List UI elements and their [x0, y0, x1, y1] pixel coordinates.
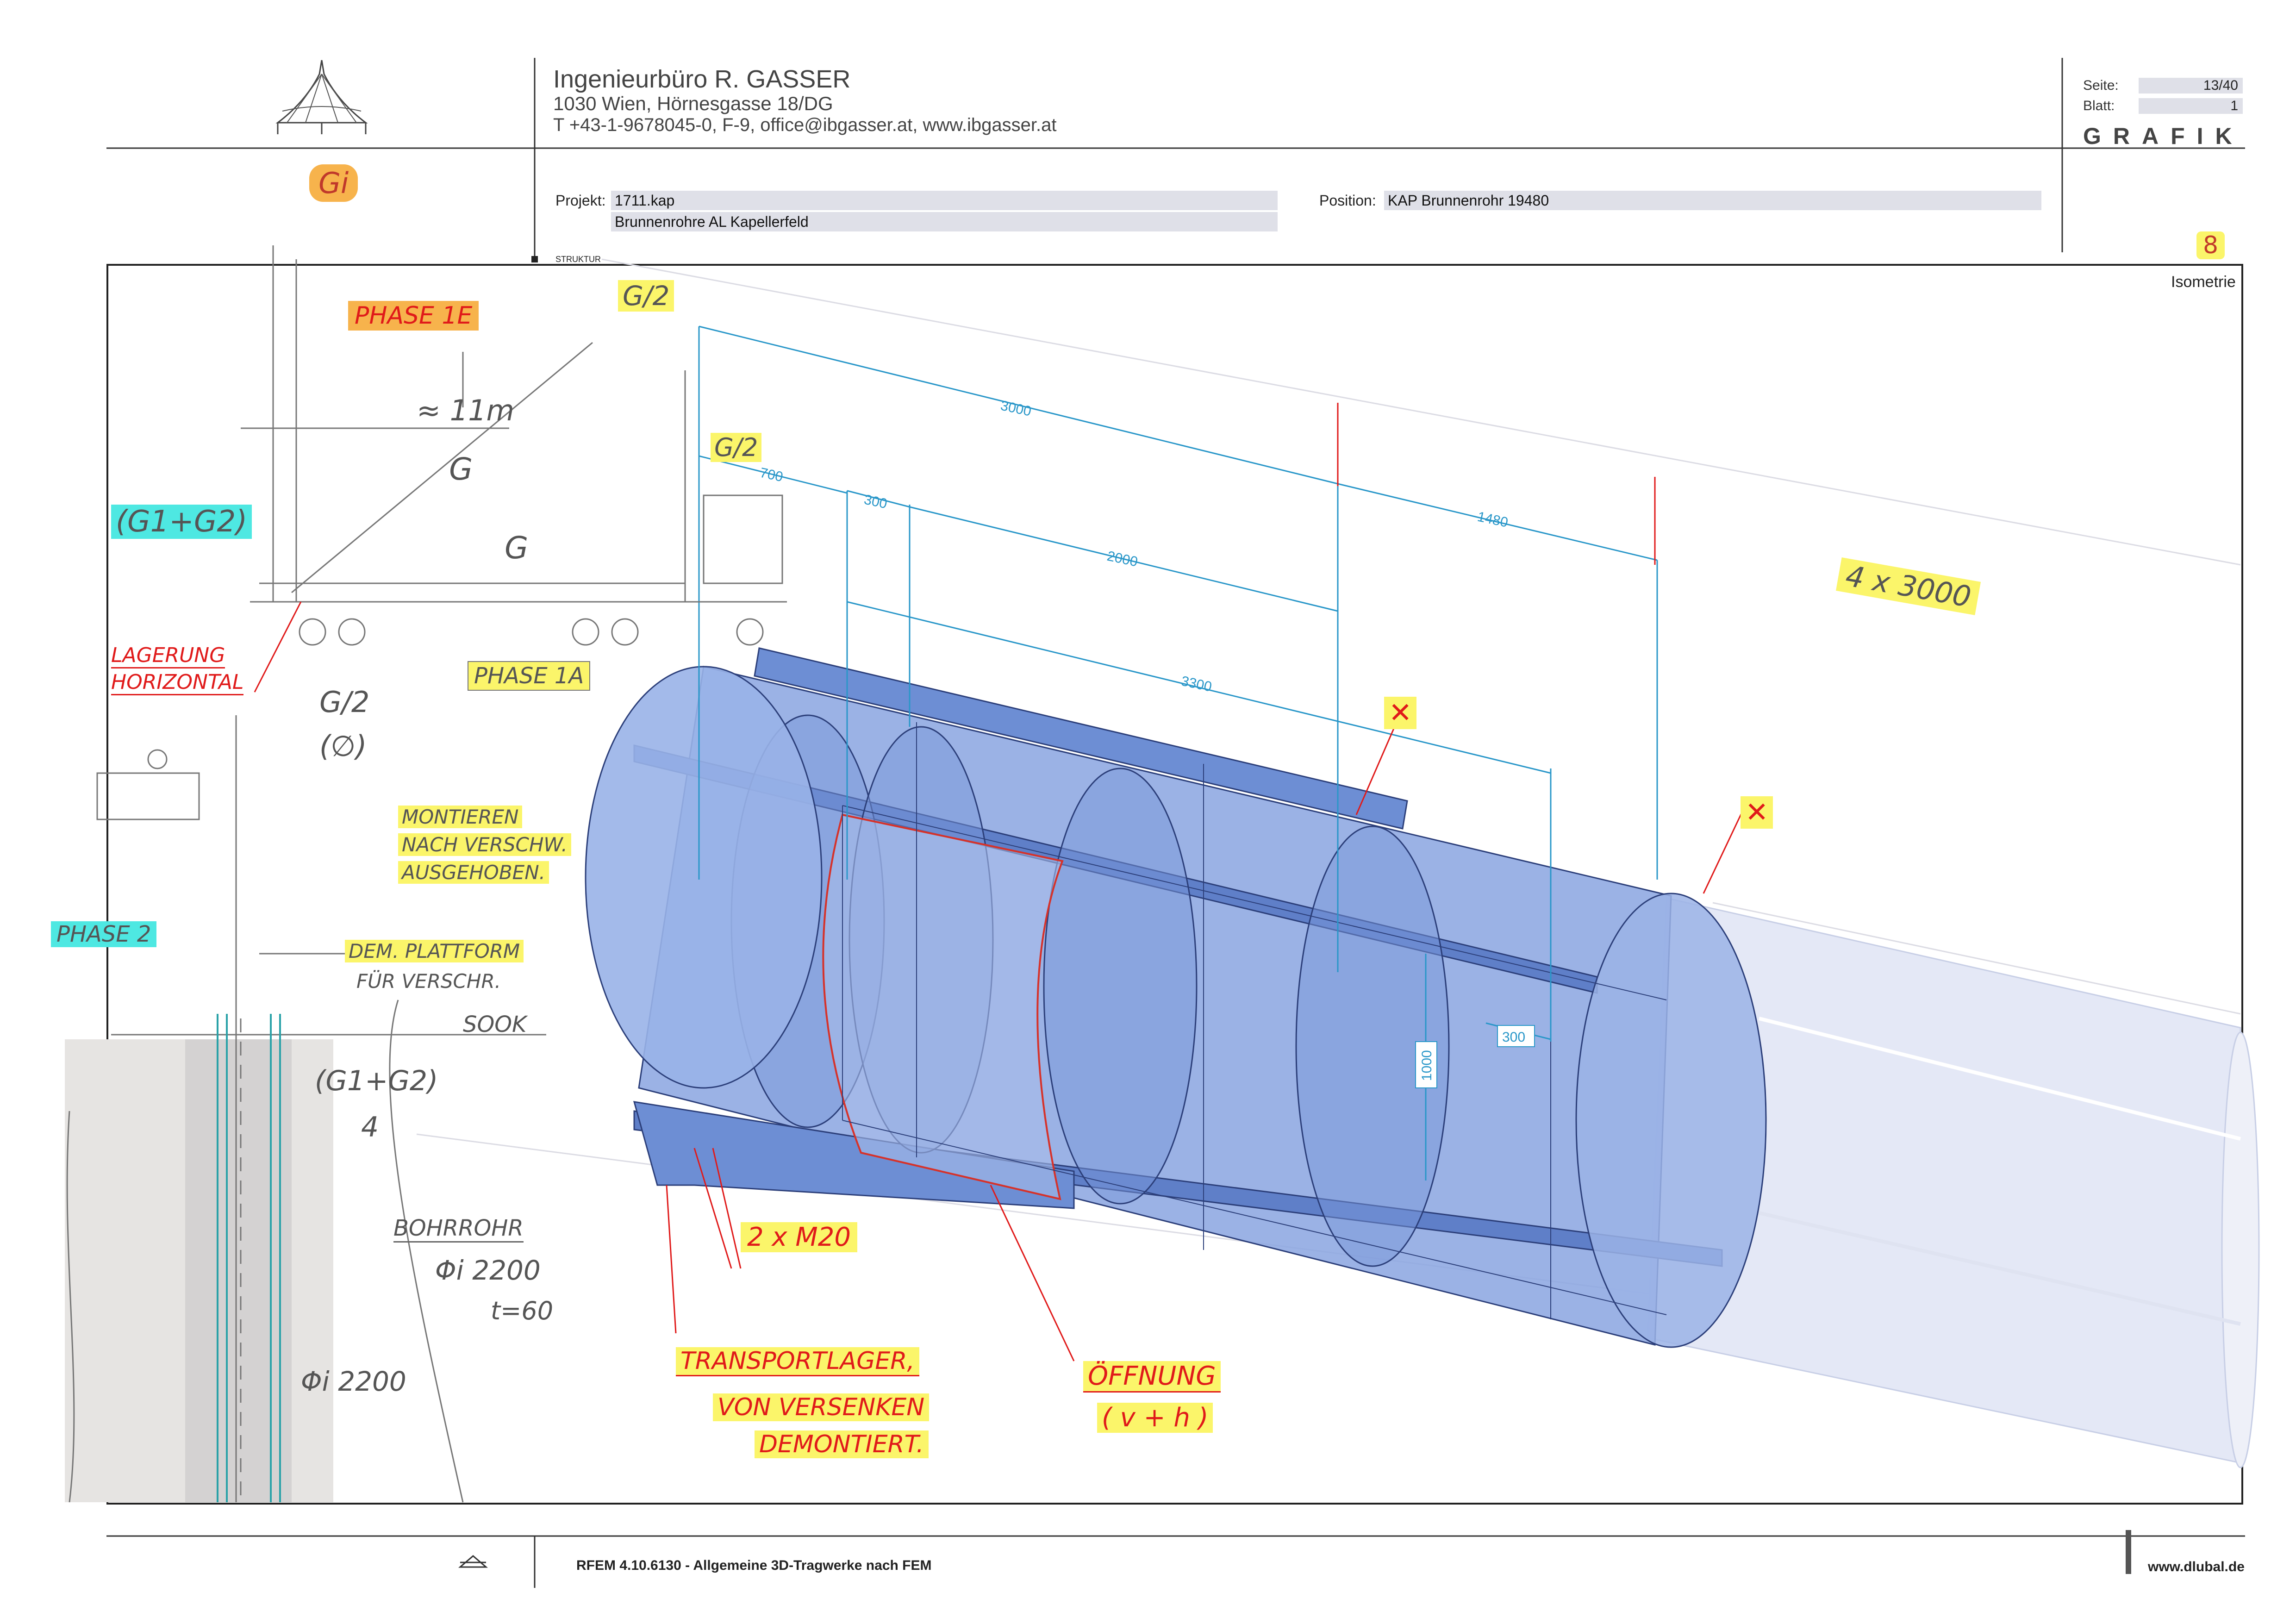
firm-address: 1030 Wien, Hörnesgasse 18/DG [553, 93, 833, 114]
montieren-line-2: NACH VERSCHW. [398, 833, 571, 856]
dim-300-a: 300 [863, 492, 889, 512]
lagerung-label: LAGERUNG [111, 643, 225, 668]
seite-value: 13/40 [2139, 78, 2243, 94]
sook-label: SOOK [463, 1012, 527, 1037]
struktur-label: STRUKTUR [555, 255, 601, 264]
g1g2-4-numerator: (G1+G2) [315, 1065, 438, 1097]
phase-1a-label: PHASE 1A [468, 661, 591, 691]
sheet-type: GRAFIK [2083, 123, 2244, 149]
blatt-label: Blatt: [2083, 98, 2115, 113]
tent-logo-icon [275, 60, 368, 134]
view-label: Isometrie [2171, 273, 2236, 291]
position-label: Position: [1319, 192, 1376, 209]
g-half-low-label: G/2 [319, 685, 370, 719]
projekt-description: Brunnenrohre AL Kapellerfeld [611, 212, 1278, 231]
oeffnung-line-1: ÖFFNUNG [1083, 1361, 1221, 1393]
horizontal-label: HORIZONTAL [111, 670, 244, 695]
zero-label: (∅) [319, 729, 367, 763]
g1g2-4-denominator: 4 [361, 1111, 379, 1143]
phase-2-label: PHASE 2 [51, 921, 157, 947]
gi-label: Gi [309, 164, 358, 202]
plattform-line-1: DEM. PLATTFORM [345, 940, 524, 962]
dist-11m-label: ≈ 11m [417, 394, 514, 427]
dlubal-logo-icon [458, 1555, 488, 1568]
dim-3000: 3000 [999, 398, 1033, 419]
cut-mark-2-icon: ✕ [1741, 796, 1773, 829]
g-load-2-label: G [505, 530, 529, 566]
transport-line-2: VON VERSENKEN [713, 1393, 930, 1421]
montieren-line-1: MONTIEREN [398, 806, 523, 828]
dim-3300: 3300 [1180, 674, 1213, 695]
plattform-line-2: FÜR VERSCHR. [356, 970, 501, 993]
seite-label: Seite: [2083, 78, 2119, 93]
projekt-label: Projekt: [555, 192, 606, 209]
g-half-mid-label: G/2 [711, 433, 762, 462]
g1g2-label: (G1+G2) [111, 505, 252, 539]
transport-line-3: DEMONTIERT. [755, 1430, 929, 1458]
dim-2000: 2000 [1106, 549, 1139, 570]
transport-line-1: TRANSPORTLAGER, [676, 1347, 919, 1376]
oeffnung-line-2: ( v + h ) [1097, 1403, 1213, 1433]
phi-2200-b-label: Φi 2200 [301, 1366, 406, 1397]
struktur-bullet-icon [531, 256, 538, 262]
g-half-top-label: G/2 [618, 280, 674, 312]
page-mark: 8 [2196, 231, 2225, 259]
dim-1480: 1480 [1476, 509, 1510, 531]
footer-website[interactable]: www.dlubal.de [2148, 1559, 2245, 1574]
phi-2200-label: Φi 2200 [435, 1255, 541, 1286]
projekt-value: 1711.kap [611, 191, 1278, 210]
t60-label: t=60 [491, 1296, 554, 1325]
footer-bar-icon [2126, 1530, 2131, 1574]
m20-label: 2 x M20 [741, 1222, 857, 1252]
phase-1e-label: PHASE 1E [348, 301, 479, 331]
g-load-1-label: G [449, 451, 473, 487]
dim-300-b: 300 [1502, 1030, 1525, 1045]
blatt-value: 1 [2139, 98, 2243, 114]
footer-software: RFEM 4.10.6130 - Allgemeine 3D-Tragwerke… [576, 1558, 932, 1573]
dim-700: 700 [759, 465, 785, 485]
position-value: KAP Brunnenrohr 19480 [1384, 191, 2041, 210]
cut-mark-1-icon: ✕ [1384, 697, 1417, 729]
firm-contact: T +43-1-9678045-0, F-9, office@ibgasser.… [553, 115, 1057, 135]
bohrrohr-label: BOHRROHR [393, 1215, 524, 1243]
dim-1000: 1000 [1419, 1050, 1435, 1081]
firm-name: Ingenieurbüro R. GASSER [553, 65, 851, 93]
montieren-line-3: AUSGEHOBEN. [398, 861, 549, 884]
